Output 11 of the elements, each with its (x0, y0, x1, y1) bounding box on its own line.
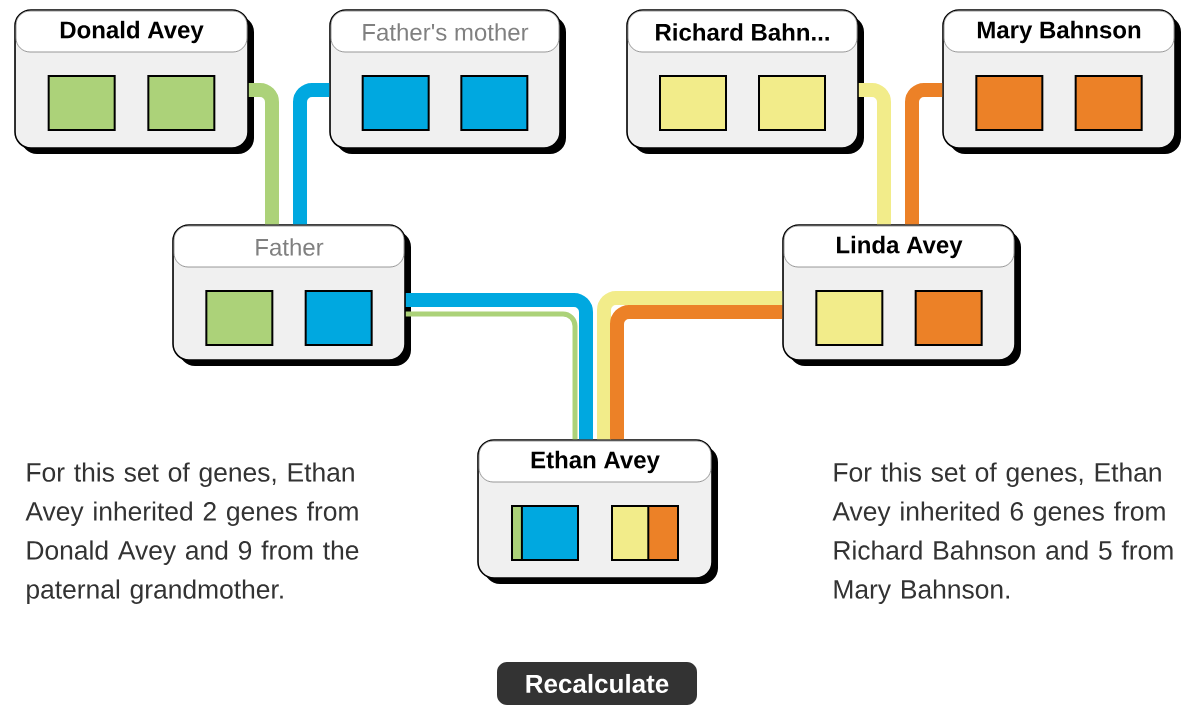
recalculate-button: Recalculate (497, 662, 697, 705)
caption-text: For this set of genes, Ethan Avey inherited 6 genes from Richard Bahnson and 5 from Mary Bahnson. (832, 462, 1173, 604)
connector-line (405, 311, 578, 440)
connector-line (405, 293, 593, 440)
caption-text: For this set of genes, Ethan Avey inherited 2 genes from Donald Avey and 9 from the paternal grandmother. (25, 462, 359, 604)
connector-line (597, 291, 783, 440)
connector-line (858, 83, 891, 225)
connector-line (610, 305, 783, 440)
connector-line (248, 83, 279, 225)
connector-line (905, 83, 943, 225)
connector-line (293, 83, 330, 225)
